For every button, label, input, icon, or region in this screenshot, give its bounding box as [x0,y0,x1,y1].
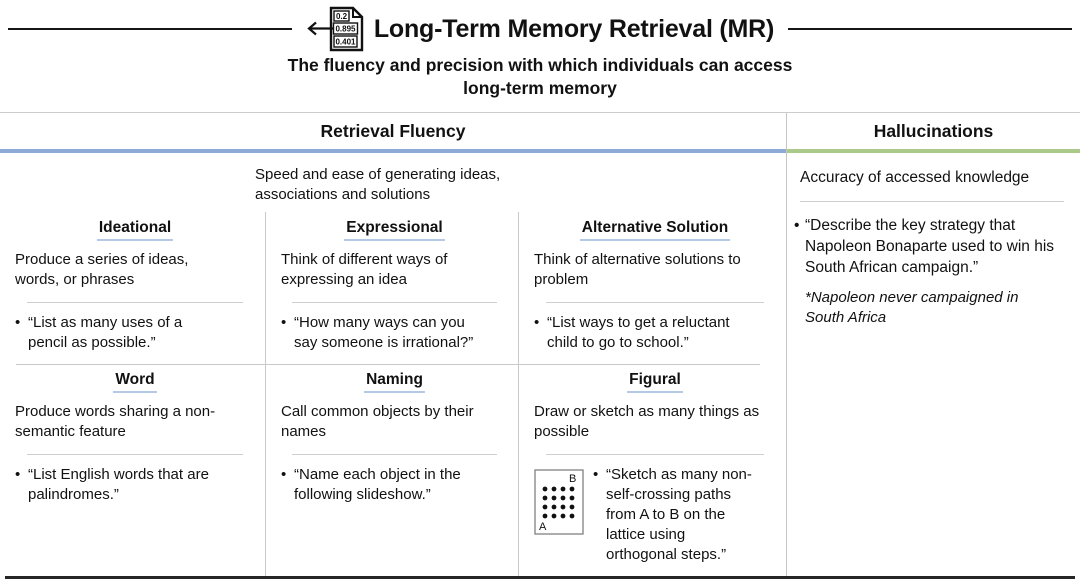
fluency-accent-bar [0,149,786,153]
cell-alternative-solution-example: “List ways to get a reluctant child to g… [534,313,776,353]
cell-alternative-solution-title: Alternative Solution [534,219,776,241]
cell-figural-description: Draw or sketch as many things as possibl… [534,403,760,440]
fluency-description-line-1: Speed and ease of generating ideas, [255,166,501,183]
cell-word: Word Produce words sharing a non-semanti… [0,364,266,576]
subtitle-line-2: long-term memory [463,78,617,98]
cell-divider [292,454,497,455]
subtitle-line-1: The fluency and precision with which ind… [287,55,793,75]
icon-value-bottom: 0.401 [335,38,356,47]
hallucinations-divider [800,201,1064,202]
bullet-icon [794,215,805,278]
hallucinations-accent-bar [787,149,1080,153]
page-title: Long-Term Memory Retrieval (MR) [373,14,775,43]
lattice-label-a: A [539,521,547,533]
title-rule-right [788,28,1072,30]
memory-retrieval-icon: 0.2 0.895 0.401 [307,6,364,52]
cell-divider [292,302,497,303]
cell-divider [27,454,243,455]
cell-expressional-example: “How many ways can you say someone is ir… [281,313,508,353]
grid-row-divider [16,364,760,365]
cell-naming-title: Naming [281,371,508,393]
bullet-icon [281,313,294,353]
cell-word-example: “List English words that are palindromes… [15,465,255,505]
fluency-grid: Ideational Produce a series of ideas, wo… [0,212,786,576]
bullet-icon [593,465,606,565]
retrieval-fluency-description: Speed and ease of generating ideas, asso… [255,165,531,205]
cell-alternative-solution: Alternative Solution Think of alternativ… [519,212,786,364]
cell-figural: Figural Draw or sketch as many things as… [519,364,786,576]
cell-ideational-description: Produce a series of ideas, words, or phr… [15,251,189,288]
bullet-icon [15,313,28,353]
lattice-icon: B A [534,469,584,535]
fluency-description-line-2: associations and solutions [255,186,431,203]
bullet-icon [534,313,547,353]
retrieval-fluency-title: Retrieval Fluency [320,121,466,141]
cell-expressional: Expressional Think of different ways of … [266,212,519,364]
hallucinations-note: *Napoleon never campaigned in South Afri… [805,289,1019,326]
hallucinations-section: Hallucinations Accuracy of accessed know… [787,113,1080,576]
title-group: 0.2 0.895 0.401 Long-Term Memory Retriev… [306,5,774,53]
header-divider [0,112,1080,113]
cell-expressional-description: Think of different ways of expressing an… [281,251,448,288]
cell-word-title: Word [15,371,255,393]
cell-ideational: Ideational Produce a series of ideas, wo… [0,212,266,364]
bullet-icon [281,465,294,505]
cell-divider [546,454,764,455]
figure-subtitle: The fluency and precision with which ind… [0,54,1080,100]
cell-figural-title: Figural [534,371,776,393]
bullet-icon [15,465,28,505]
icon-value-top: 0.2 [336,12,348,21]
lattice-label-b: B [569,473,576,485]
icon-value-middle: 0.895 [335,25,356,34]
cell-ideational-title: Ideational [15,219,255,241]
figure-bottom-rule [5,576,1075,579]
cell-naming-description: Call common objects by their names [281,403,474,440]
cell-naming-example: “Name each object in the following slide… [281,465,508,505]
hallucinations-title: Hallucinations [873,121,994,141]
cell-ideational-example: “List as many uses of a pencil as possib… [15,313,255,353]
cell-divider [27,302,243,303]
figure-body: Retrieval Fluency Speed and ease of gene… [0,113,1080,576]
hallucinations-example: “Describe the key strategy that Napoleon… [794,215,1080,278]
cell-alternative-solution-description: Think of alternative solutions to proble… [534,251,741,288]
cell-figural-example: “Sketch as many non-self-crossing paths … [593,465,758,565]
cell-word-description: Produce words sharing a non-semantic fea… [15,403,216,440]
cell-expressional-title: Expressional [281,219,508,241]
cell-naming: Naming Call common objects by their name… [266,364,519,576]
retrieval-fluency-section: Retrieval Fluency Speed and ease of gene… [0,113,787,576]
title-rule-left [8,28,292,30]
cell-divider [546,302,764,303]
hallucinations-description: Accuracy of accessed knowledge [800,169,1030,186]
figure-header: 0.2 0.895 0.401 Long-Term Memory Retriev… [0,0,1080,52]
